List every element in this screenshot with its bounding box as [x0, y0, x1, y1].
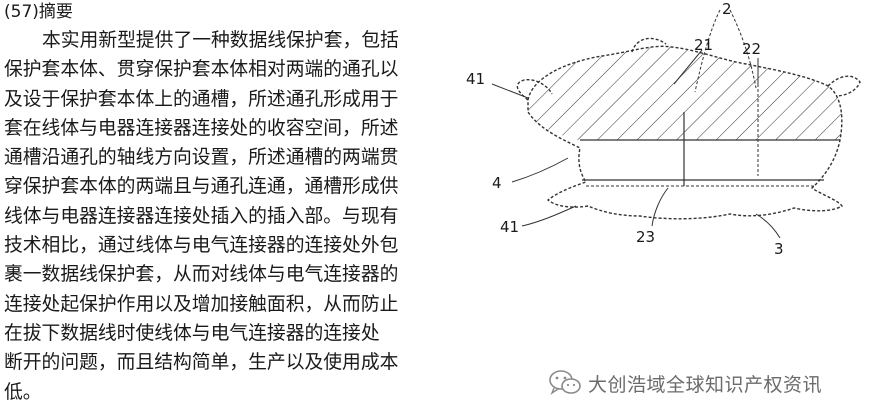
abstract-line: 线体与电器连接器连接处插入的插入部。与现有 — [4, 205, 399, 227]
abstract-line: 低。 — [4, 381, 42, 403]
abstract-line: 在拔下数据线时使线体与电气连接器的连接处 — [4, 322, 380, 344]
hatched-upper-section — [528, 46, 842, 141]
ref-label-23: 23 — [636, 228, 655, 246]
leader-41-top — [491, 83, 529, 99]
leader-2b — [729, 9, 757, 89]
abstract-section: (57)摘要 本实用新型提供了一种数据线保护套，包括 保护套本体、贯穿保护套本体… — [4, 2, 434, 407]
abstract-line: 本实用新型提供了一种数据线保护套，包括 — [42, 30, 399, 51]
abstract-line: 裹一数据线保护套，从而对线体与电气连接器的 — [4, 264, 399, 286]
abstract-line: 断开的问题，而且结构简单，生产以及使用成本 — [4, 352, 399, 374]
abstract-body: 本实用新型提供了一种数据线保护套，包括 保护套本体、贯穿保护套本体相对两端的通孔… — [4, 26, 434, 407]
leader-23 — [651, 187, 669, 227]
leader-41-bottom — [521, 205, 577, 227]
ref-label-4: 4 — [492, 174, 502, 192]
abstract-line: 技术相比，通过线体与电气连接器的连接处外包 — [4, 235, 399, 257]
abstract-line: 通槽沿通孔的轴线方向设置，所述通槽的两端贯 — [4, 147, 399, 169]
leader-3 — [755, 213, 781, 239]
leader-4 — [511, 157, 569, 183]
abstract-line: 套在线体与电器连接器连接处的收容空间，所述 — [4, 117, 399, 139]
leader-21 — [673, 49, 703, 85]
patent-figure: 2 21 22 41 4 41 23 3 — [440, 0, 884, 300]
abstract-heading: (57)摘要 — [4, 2, 73, 22]
abstract-line: 连接处起保护作用以及增加接触面积，从而防止 — [4, 293, 399, 315]
outline-dashed — [527, 45, 843, 220]
abstract-line: 穿保护套本体的两端且与通孔连通，通槽形成供 — [4, 176, 399, 198]
abstract-line: 保护套本体、贯穿保护套本体相对两端的通孔以 — [4, 59, 399, 81]
protector-drawing: 2 21 22 41 4 41 23 3 — [466, 0, 861, 258]
wechat-icon — [549, 370, 581, 395]
ref-label-41-bottom: 41 — [500, 218, 519, 236]
leader-2 — [694, 9, 721, 93]
right-flap — [827, 75, 861, 97]
watermark: 大创浩域全球知识产权资讯 — [548, 368, 878, 398]
ref-label-22: 22 — [742, 40, 761, 58]
left-flap-top — [516, 79, 553, 101]
watermark-text: 大创浩域全球知识产权资讯 — [588, 373, 823, 396]
abstract-line: 及设于保护套本体上的通槽，所述通孔形成用于 — [4, 88, 399, 110]
ref-label-21: 21 — [694, 36, 713, 54]
ref-label-41-top: 41 — [466, 70, 485, 88]
ref-label-2: 2 — [722, 0, 732, 18]
top-nub — [631, 37, 667, 53]
ref-label-3: 3 — [774, 240, 784, 258]
